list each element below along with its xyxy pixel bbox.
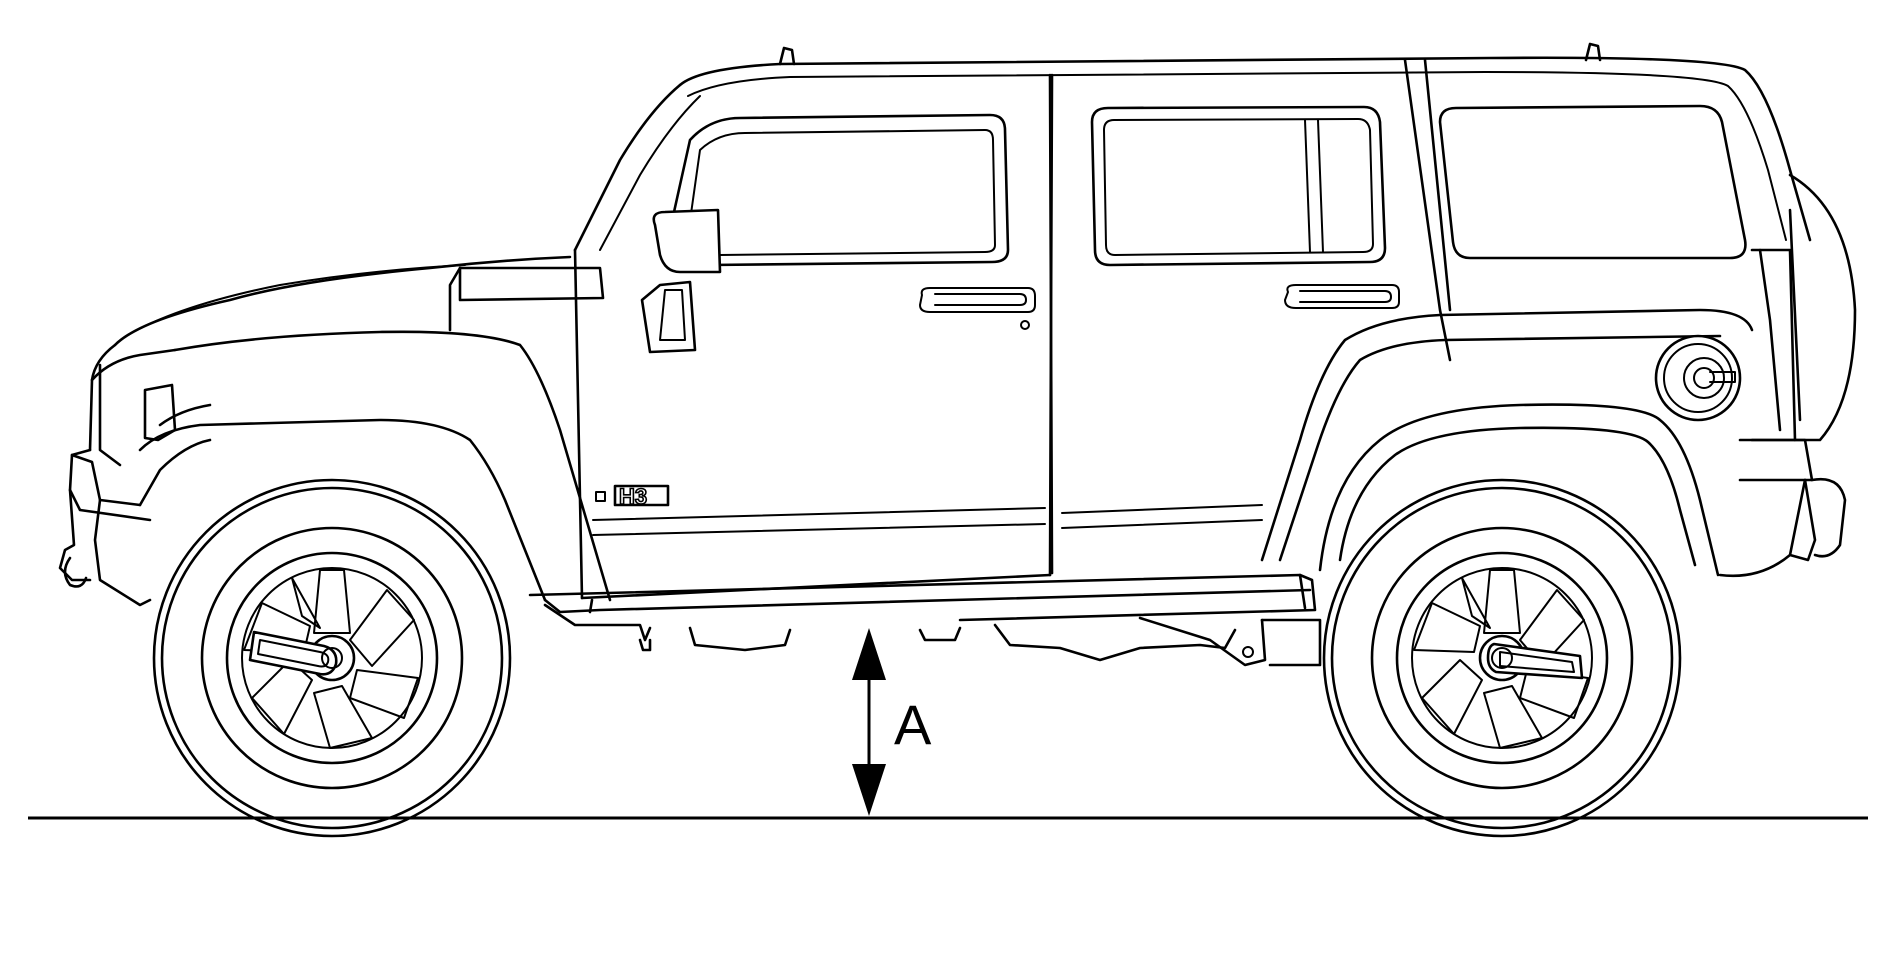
ground-clearance-dimension: A — [852, 628, 932, 816]
vehicle-body: H3 — [58, 42, 1857, 667]
rear-wheel — [1322, 478, 1682, 838]
model-badge: H3 — [619, 484, 647, 509]
dimension-arrow-up — [852, 628, 886, 680]
front-wheel — [152, 478, 512, 838]
dimension-arrow-down — [852, 764, 886, 816]
dimension-label: A — [894, 693, 932, 756]
